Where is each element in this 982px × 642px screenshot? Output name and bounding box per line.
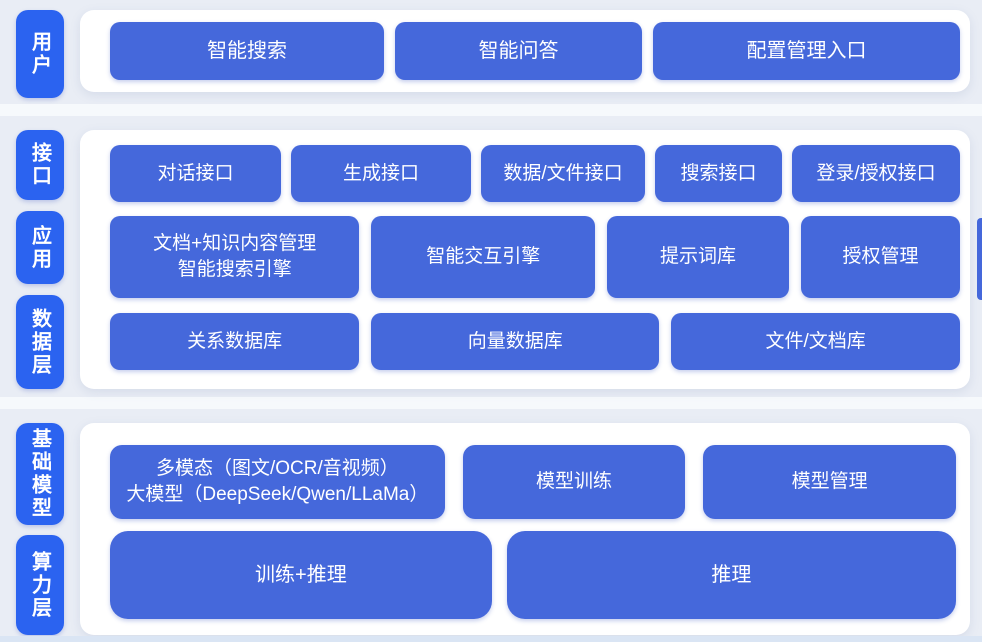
interface-row: 对话接口 生成接口 数据/文件接口 搜索接口 登录/授权接口	[110, 145, 960, 202]
node-model-training: 模型训练	[462, 445, 686, 519]
node-dialog-api: 对话接口	[110, 145, 281, 202]
node-intelligent-interaction-engine: 智能交互引擎	[371, 216, 596, 298]
node-file-doc-store: 文件/文档库	[671, 313, 960, 370]
user-label-column: 用户	[16, 10, 64, 98]
node-auth-management: 授权管理	[800, 216, 960, 298]
node-doc-knowledge-search-engine: 文档+知识内容管理 智能搜索引擎	[110, 216, 360, 298]
user-row: 智能搜索 智能问答 配置管理入口	[110, 22, 960, 80]
middle-label-column: 接口 应用 数据层	[16, 130, 64, 389]
bottom-edge-strip	[0, 636, 982, 642]
spacer	[0, 409, 982, 423]
layer-label-interface: 接口	[16, 130, 64, 200]
layer-label-application: 应用	[16, 211, 64, 284]
middle-panel: 对话接口 生成接口 数据/文件接口 搜索接口 登录/授权接口 文档+知识内容管理…	[80, 130, 970, 389]
section-divider-band	[0, 104, 982, 116]
node-prompt-library: 提示词库	[607, 216, 789, 298]
layer-label-data: 数据层	[16, 295, 64, 389]
section-divider-band	[0, 397, 982, 409]
bottom-label-column: 基础模型 算力层	[16, 423, 64, 635]
node-smart-search: 智能搜索	[110, 22, 384, 80]
bottom-panel: 多模态（图文/OCR/音视频） 大模型（DeepSeek/Qwen/LLaMa）…	[80, 423, 970, 635]
node-smart-qa: 智能问答	[395, 22, 642, 80]
layer-label-foundation-model: 基础模型	[16, 423, 64, 525]
data-row: 关系数据库 向量数据库 文件/文档库	[110, 313, 960, 370]
node-vector-db: 向量数据库	[371, 313, 660, 370]
layer-section-middle: 接口 应用 数据层 对话接口 生成接口 数据/文件接口 搜索接口 登录/授权接口…	[0, 130, 982, 389]
node-multimodal-llm: 多模态（图文/OCR/音视频） 大模型（DeepSeek/Qwen/LLaMa）	[110, 445, 445, 519]
layer-label-compute: 算力层	[16, 535, 64, 635]
layer-section-bottom: 基础模型 算力层 多模态（图文/OCR/音视频） 大模型（DeepSeek/Qw…	[0, 423, 982, 635]
node-config-management-entry: 配置管理入口	[653, 22, 960, 80]
node-model-management: 模型管理	[703, 445, 956, 519]
spacer	[0, 389, 982, 397]
node-data-file-api: 数据/文件接口	[481, 145, 645, 202]
node-search-api: 搜索接口	[654, 145, 783, 202]
node-training-inference: 训练+推理	[110, 531, 492, 619]
node-generation-api: 生成接口	[290, 145, 472, 202]
node-login-auth-api: 登录/授权接口	[792, 145, 960, 202]
application-row: 文档+知识内容管理 智能搜索引擎 智能交互引擎 提示词库 授权管理	[110, 216, 960, 298]
user-panel: 智能搜索 智能问答 配置管理入口	[80, 10, 970, 92]
layer-section-user: 用户 智能搜索 智能问答 配置管理入口	[0, 10, 982, 98]
node-relational-db: 关系数据库	[110, 313, 360, 370]
spacer	[0, 116, 982, 130]
compute-row: 训练+推理 推理	[110, 531, 956, 619]
node-inference: 推理	[506, 531, 956, 619]
model-row: 多模态（图文/OCR/音视频） 大模型（DeepSeek/Qwen/LLaMa）…	[110, 445, 956, 519]
layer-label-user: 用户	[16, 10, 64, 98]
clipped-node-edge	[977, 218, 982, 300]
